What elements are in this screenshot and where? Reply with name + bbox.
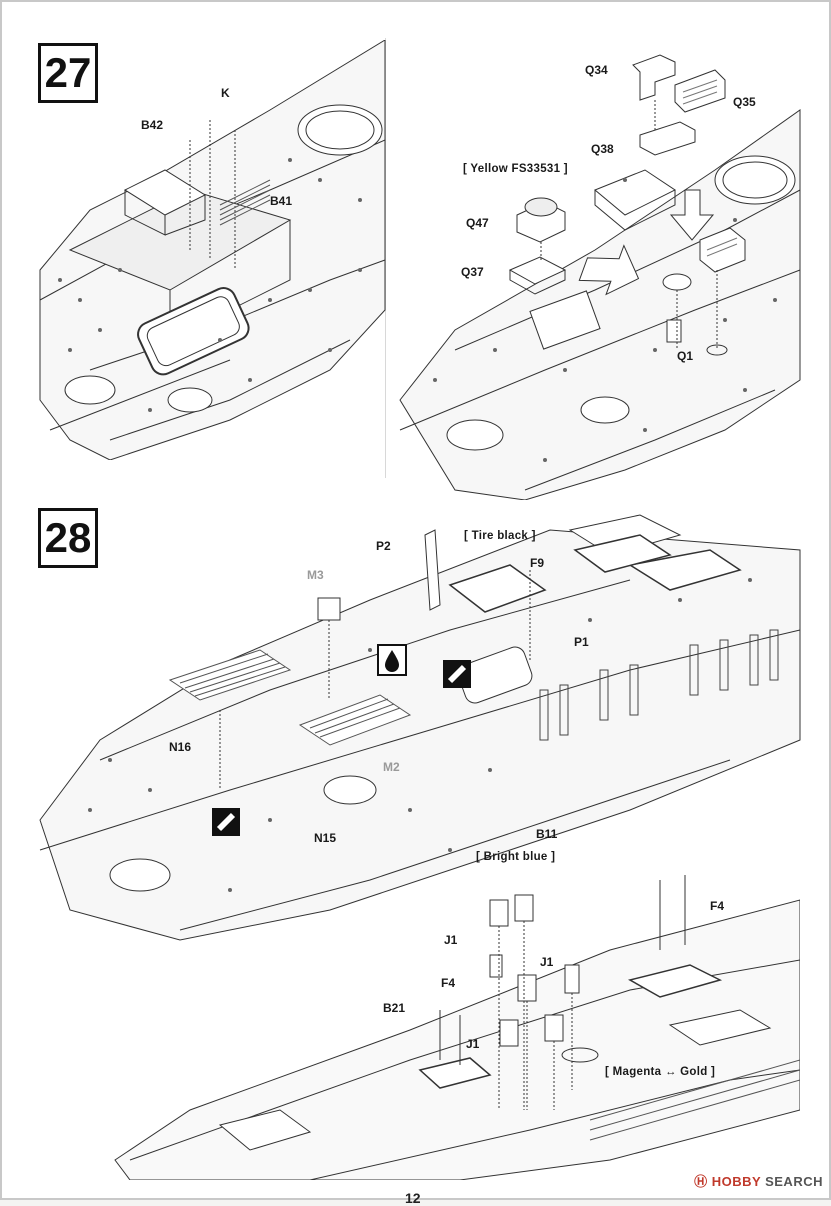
label-P2: P2 bbox=[376, 539, 391, 553]
label-Q37: Q37 bbox=[461, 265, 484, 279]
step-28-upper-drawing bbox=[39, 514, 801, 941]
label-Q35: Q35 bbox=[733, 95, 756, 109]
step-28-lower-drawing bbox=[114, 875, 800, 1180]
label-B41: B41 bbox=[270, 194, 293, 208]
label-B11: B11 bbox=[536, 827, 558, 841]
label-J1-bottom: J1 bbox=[466, 1037, 480, 1051]
label-M2: M2 bbox=[383, 760, 400, 774]
yellow-color-note: [ Yellow FS33531 ] bbox=[463, 163, 568, 175]
step-27-left-drawing bbox=[39, 40, 386, 460]
magenta-gold-note: [ Magenta ↔ Gold ] bbox=[605, 1066, 716, 1078]
no-glue-icon bbox=[443, 660, 471, 688]
step-27-number: 27 bbox=[44, 49, 92, 96]
label-K: K bbox=[221, 86, 230, 100]
step-27-right-drawing bbox=[399, 54, 801, 500]
no-glue-icon bbox=[212, 808, 240, 836]
label-F4-right: F4 bbox=[710, 899, 725, 913]
step-28-badge: 28 bbox=[38, 508, 98, 568]
watermark: Ⓗ HOBBY SEARCH bbox=[694, 1171, 823, 1190]
label-M3: M3 bbox=[307, 568, 324, 582]
watermark-text: SEARCH bbox=[765, 1174, 823, 1189]
label-B21: B21 bbox=[383, 1001, 406, 1015]
label-F4-left: F4 bbox=[441, 976, 456, 990]
label-N16: N16 bbox=[169, 740, 192, 754]
label-N15: N15 bbox=[314, 831, 337, 845]
page-number: 12 bbox=[405, 1190, 421, 1206]
label-Q34: Q34 bbox=[585, 63, 608, 77]
label-F9: F9 bbox=[530, 556, 545, 570]
watermark-logo: Ⓗ HOBBY bbox=[694, 1174, 761, 1189]
glue-drop-icon bbox=[377, 644, 407, 676]
label-J1-left: J1 bbox=[444, 933, 458, 947]
label-Q47: Q47 bbox=[466, 216, 489, 230]
tire-black-note: [ Tire black ] bbox=[464, 530, 536, 542]
label-Q38: Q38 bbox=[591, 142, 614, 156]
label-P1: P1 bbox=[574, 635, 589, 649]
step-27-badge: 27 bbox=[38, 43, 98, 103]
label-B42: B42 bbox=[141, 118, 164, 132]
step-28-number: 28 bbox=[44, 514, 92, 561]
label-Q1: Q1 bbox=[677, 349, 694, 363]
label-J1-mid: J1 bbox=[540, 955, 554, 969]
bright-blue-note: [ Bright blue ] bbox=[476, 851, 556, 863]
